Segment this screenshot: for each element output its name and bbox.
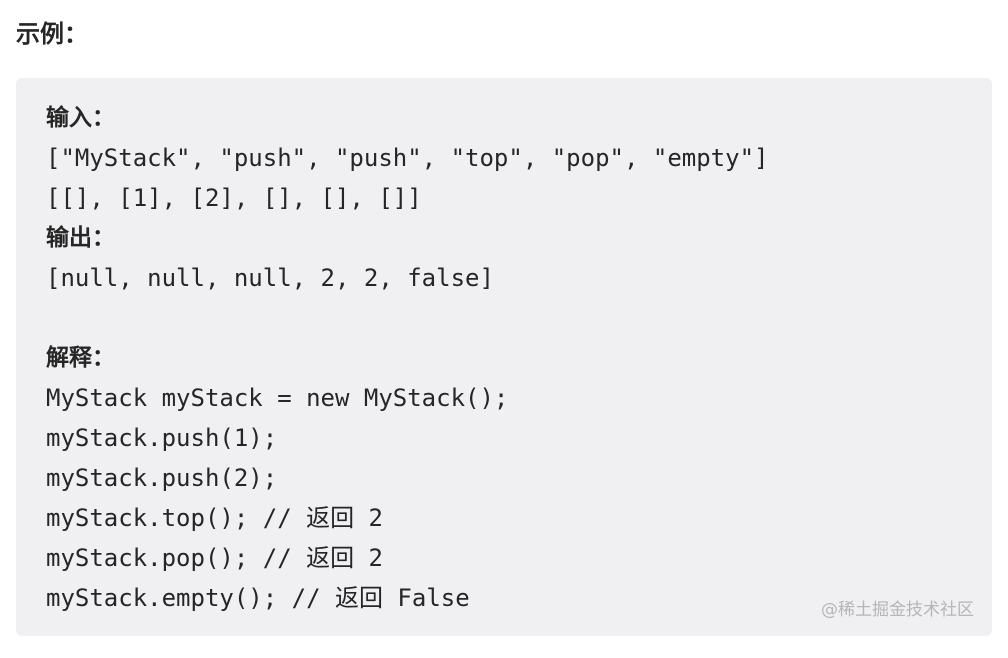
input-label: 输入：: [46, 105, 115, 131]
output-line: [null, null, null, 2, 2, false]: [46, 264, 494, 292]
output-label: 输出：: [46, 225, 115, 251]
code-line-top: myStack.top(); // 返回 2: [46, 504, 383, 532]
code-line-push-2: myStack.push(2);: [46, 464, 278, 492]
code-lines: 输入： ["MyStack", "push", "push", "top", "…: [46, 98, 768, 618]
blank-line: [46, 298, 768, 338]
code-line-pop: myStack.pop(); // 返回 2: [46, 544, 383, 572]
example-heading: 示例：: [16, 20, 88, 48]
watermark: @稀土掘金技术社区: [821, 600, 974, 620]
code-block: 输入： ["MyStack", "push", "push", "top", "…: [16, 78, 992, 636]
input-commands-line: ["MyStack", "push", "push", "top", "pop"…: [46, 144, 769, 172]
code-line-constructor: MyStack myStack = new MyStack();: [46, 384, 509, 412]
code-line-push-1: myStack.push(1);: [46, 424, 278, 452]
code-line-empty: myStack.empty(); // 返回 False: [46, 584, 470, 612]
explanation-label: 解释：: [46, 345, 115, 371]
input-args-line: [[], [1], [2], [], [], []]: [46, 184, 422, 212]
